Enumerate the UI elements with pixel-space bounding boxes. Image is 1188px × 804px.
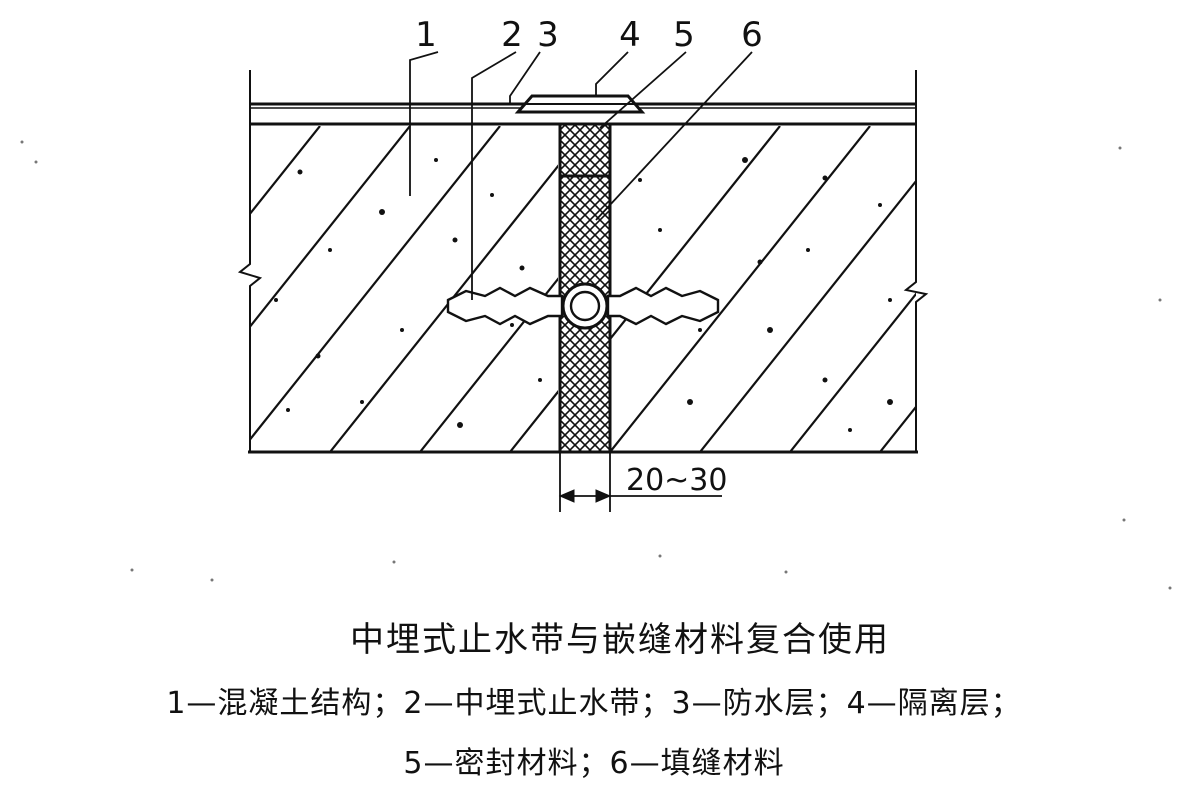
callout-1: 1 [415, 15, 437, 55]
legend-line-2: 5—密封材料；6—填缝材料 [403, 746, 785, 781]
callout-4: 4 [619, 15, 641, 55]
joint-width-dimension [558, 452, 722, 512]
callout-leaders [409, 51, 753, 300]
dimension-label: 20~30 [626, 463, 727, 498]
callout-2: 2 [501, 15, 523, 55]
embedded-waterstop [446, 282, 720, 330]
legend-line-1: 1—混凝土结构；2—中埋式止水带；3—防水层；4—隔离层； [166, 686, 1022, 721]
sealing-material [558, 122, 612, 178]
callout-6: 6 [741, 15, 763, 55]
concrete-structure-right [610, 126, 916, 452]
scan-specks [20, 140, 1172, 590]
figure-caption-title: 中埋式止水带与嵌缝材料复合使用 [350, 620, 890, 660]
callout-5: 5 [673, 15, 695, 55]
callout-3: 3 [537, 15, 559, 55]
concrete-structure-left [250, 126, 558, 452]
